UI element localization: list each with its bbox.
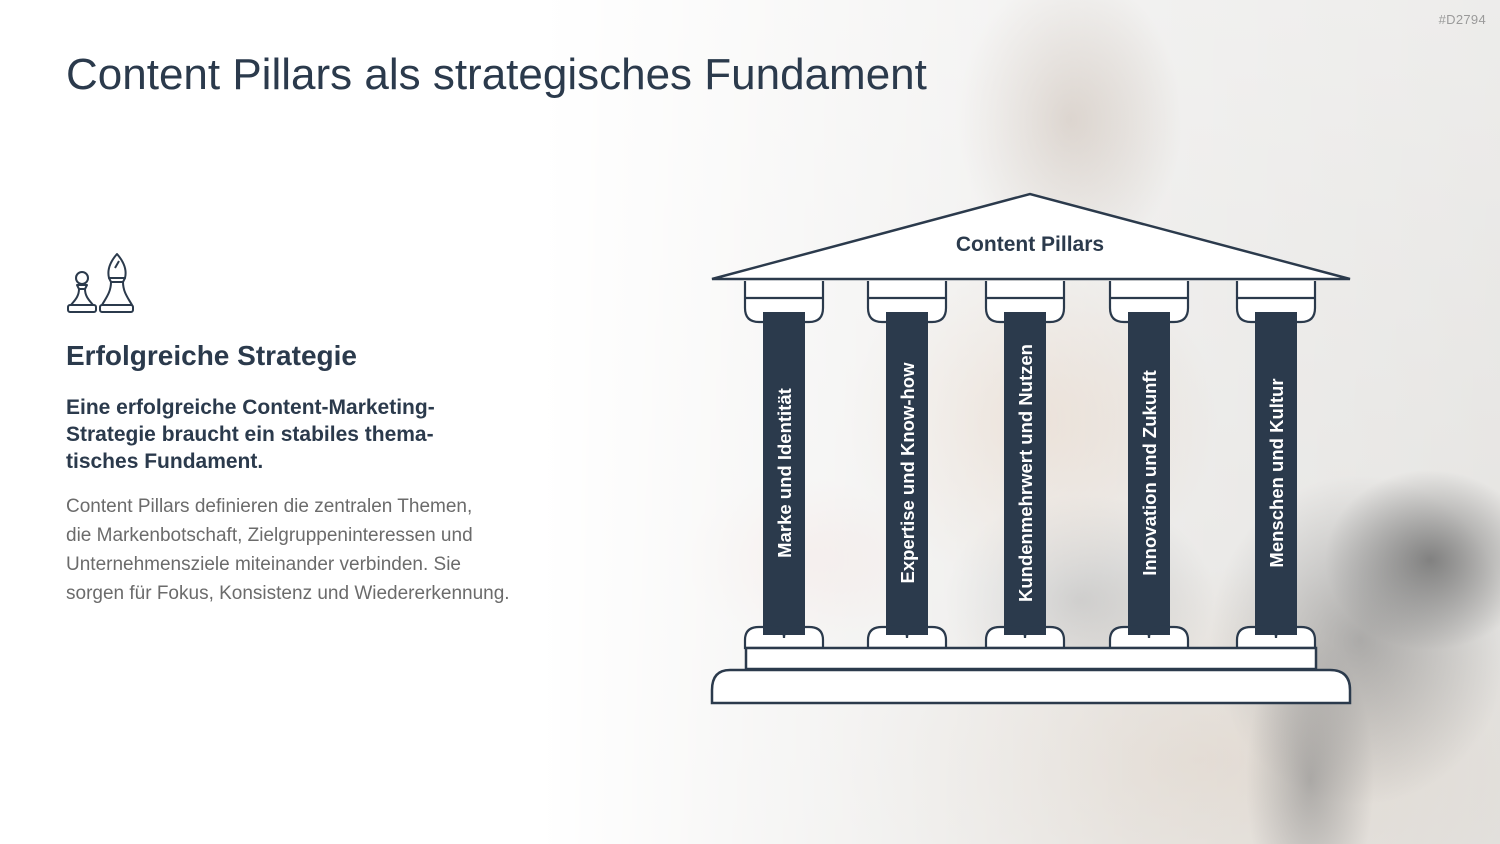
slide-id: #D2794 — [1439, 12, 1486, 27]
body-text: Content Pillars definieren die zentralen… — [66, 492, 536, 608]
pillar-group: Marke und Identität Expertise und Know-ho… — [745, 281, 1315, 648]
lead-text: Eine erfolgreiche Content-Marketing- Str… — [66, 394, 486, 475]
lead-line: Strategie braucht ein stabiles thema- — [66, 423, 434, 446]
body-line: Unternehmensziele miteinander verbinden.… — [66, 554, 461, 575]
pillar-label: Menschen und Kultur — [1266, 378, 1287, 567]
body-line: Content Pillars definieren die zentralen… — [66, 496, 472, 517]
body-line: sorgen für Fokus, Konsistenz und Wiedere… — [66, 583, 510, 604]
temple-base — [712, 670, 1350, 703]
pillar-shaft-foot — [763, 627, 805, 635]
pillar-label: Kundenmehrwert und Nutzen — [1015, 344, 1036, 602]
roof-label: Content Pillars — [956, 233, 1104, 256]
lead-line: Eine erfolgreiche Content-Marketing- — [66, 396, 435, 419]
chess-pieces-icon — [64, 250, 136, 318]
pillar-shaft-foot — [1255, 627, 1297, 635]
pillar-label: Expertise und Know-how — [897, 362, 918, 584]
pillar-label: Marke und Identität — [774, 388, 795, 558]
pillar-shaft-foot — [1004, 627, 1046, 635]
pillar-label: Innovation und Zukunft — [1139, 370, 1160, 576]
pillar-shaft-foot — [886, 627, 928, 635]
page-title: Content Pillars als strategisches Fundam… — [66, 50, 927, 100]
pillar-shaft-foot — [1128, 627, 1170, 635]
temple-diagram: Content Pillars Marke und Identität Exper… — [700, 185, 1360, 715]
temple-base-step — [746, 648, 1316, 669]
lead-line: tisches Fundament. — [66, 450, 263, 473]
section-heading: Erfolgreiche Strategie — [66, 340, 357, 372]
body-line: die Markenbotschaft, Zielgruppeninteress… — [66, 525, 473, 546]
